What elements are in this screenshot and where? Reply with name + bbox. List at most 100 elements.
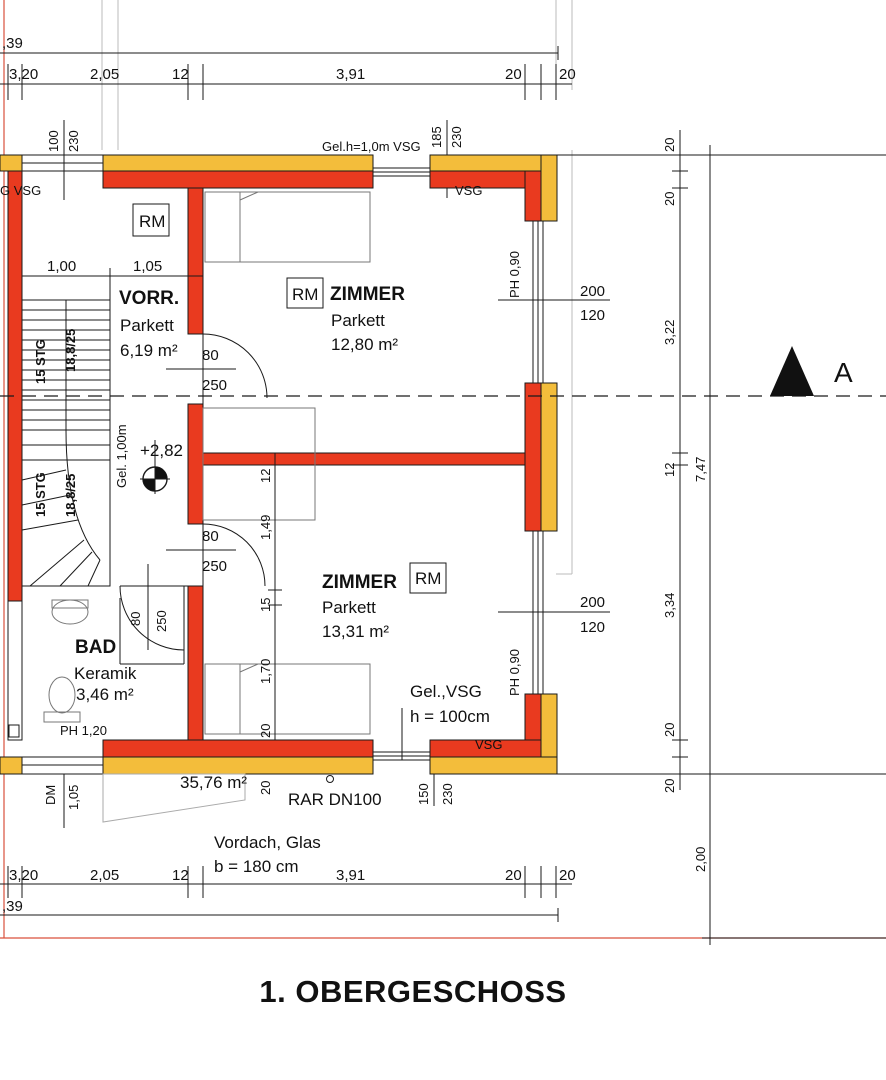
- stair-bot-rise: 18,8/25: [63, 474, 78, 517]
- bath-door-width: 80: [128, 612, 143, 626]
- bottom-dim-1: 3,20: [9, 867, 38, 884]
- right-dim-e: 3,34: [662, 593, 677, 618]
- ph-lower: PH 0,90: [507, 649, 522, 696]
- v-dim-12: 12: [258, 469, 273, 483]
- bath-door-height: 250: [154, 610, 169, 632]
- dm-label: DM: [43, 785, 58, 805]
- right-dim-g: 20: [662, 779, 677, 793]
- top-overall-dim: ,39: [2, 35, 23, 52]
- bottom-dimension-chain: [0, 866, 572, 922]
- canopy-outline: [102, 773, 246, 823]
- top-dim-6: 20: [559, 66, 576, 83]
- door1-height: 250: [202, 377, 227, 394]
- stair-bot-label: 15 STG: [33, 472, 48, 517]
- right-dim-h: 2,00: [693, 847, 708, 872]
- bottom-dim-5: 20: [505, 867, 522, 884]
- windows: [21, 154, 544, 775]
- zimmer1-area: 12,80 m²: [331, 335, 398, 354]
- top-dim-5: 20: [505, 66, 522, 83]
- bath-outlet-icon: [8, 724, 20, 738]
- dm-width: 1,05: [66, 785, 81, 810]
- door1-width: 80: [202, 347, 219, 364]
- bottom-overall-dim: ,39: [2, 898, 23, 915]
- vordach-label: Vordach, Glas: [214, 833, 321, 852]
- top-dimension-chain: [0, 46, 572, 100]
- bad-floor: Keramik: [74, 664, 137, 683]
- gross-area: 35,76 m²: [180, 773, 247, 792]
- zimmer2-name: ZIMMER: [322, 572, 397, 593]
- zimmer2-floor: Parkett: [322, 598, 376, 617]
- stair-railing-label: Gel. 1,00m: [114, 424, 129, 488]
- bottom-dim-3: 12: [172, 867, 189, 884]
- v-dim-20: 20: [258, 724, 273, 738]
- win-left-dim-a: 100: [46, 130, 61, 152]
- level-value: +2,82: [140, 441, 183, 460]
- vorr-floor: Parkett: [120, 316, 174, 335]
- walls: [0, 154, 558, 775]
- hall-width-dims: [21, 268, 203, 300]
- v-dim-170: 1,70: [258, 659, 273, 684]
- right-dim-d: 12: [662, 463, 677, 477]
- top-dim-4: 3,91: [336, 66, 365, 83]
- gel-top-label: Gel.h=1,0m VSG: [322, 139, 421, 154]
- rar-label: RAR DN100: [288, 790, 382, 809]
- hall-width-1: 1,00: [47, 258, 76, 275]
- right-dim-b: 20: [662, 192, 677, 206]
- win-top-dim-a: 185: [429, 126, 444, 148]
- top-dim-2: 2,05: [90, 66, 119, 83]
- vordach-width: b = 180 cm: [214, 857, 299, 876]
- win-r1-height: 120: [580, 307, 605, 324]
- right-dim-total: 7,47: [693, 457, 708, 482]
- bottom-dim-6: 20: [559, 867, 576, 884]
- right-dim-f: 20: [662, 723, 677, 737]
- plan-title: 1. OBERGESCHOSS: [259, 974, 566, 1009]
- rm-tag-hall: RM: [139, 212, 165, 231]
- vsg-label-bottom: VSG: [475, 737, 502, 752]
- stair-top-label: 15 STG: [33, 339, 48, 384]
- bad-name: BAD: [75, 637, 116, 658]
- right-dim-c: 3,22: [662, 320, 677, 345]
- b-dim-150: 150: [416, 783, 431, 805]
- gel-lower-label: Gel.,VSG: [410, 682, 482, 701]
- gel-lower-height: h = 100cm: [410, 707, 490, 726]
- zimmer2-area: 13,31 m²: [322, 622, 389, 641]
- rm-tag-zimmer2: RM: [415, 569, 441, 588]
- v-dim-15: 15: [258, 598, 273, 612]
- win-r2-width: 200: [580, 594, 605, 611]
- vsg-label-top: VSG: [455, 183, 482, 198]
- furniture: [43, 191, 371, 735]
- staircase: [21, 299, 111, 587]
- bottom-dim-4: 3,91: [336, 867, 365, 884]
- reference-lines: [101, 0, 573, 575]
- g-vsg-label: G VSG: [0, 183, 41, 198]
- win-top-dim-b: 230: [449, 126, 464, 148]
- downpipe-icon: [326, 775, 334, 783]
- zimmer1-floor: Parkett: [331, 311, 385, 330]
- door2-height: 250: [202, 558, 227, 575]
- win-r1-width: 200: [580, 283, 605, 300]
- bottom-dim-2: 2,05: [90, 867, 119, 884]
- bad-area: 3,46 m²: [76, 685, 134, 704]
- rm-tag-box-zimmer1: [286, 277, 324, 309]
- win-r2-height: 120: [580, 619, 605, 636]
- stair-top-rise: 18,8/25: [63, 329, 78, 372]
- ph-bath: PH 1,20: [60, 723, 107, 738]
- ph-upper: PH 0,90: [507, 251, 522, 298]
- win-left-dim-b: 230: [66, 130, 81, 152]
- right-dim-a: 20: [662, 138, 677, 152]
- zimmer1-name: ZIMMER: [330, 284, 405, 305]
- vorr-area: 6,19 m²: [120, 341, 178, 360]
- rm-tag-box-hall: [132, 203, 170, 237]
- door2-width: 80: [202, 528, 219, 545]
- vorr-name: VORR.: [119, 288, 179, 309]
- rm-tag-zimmer1: RM: [292, 285, 318, 304]
- right-dimension-chain: [557, 130, 886, 945]
- v-dim-149: 1,49: [258, 515, 273, 540]
- b-dim-230: 230: [440, 783, 455, 805]
- section-label: A: [834, 357, 853, 388]
- b-dim-20: 20: [258, 781, 273, 795]
- inner-vertical-dim: [268, 452, 282, 741]
- top-dim-1: 3,20: [9, 66, 38, 83]
- top-dim-3: 12: [172, 66, 189, 83]
